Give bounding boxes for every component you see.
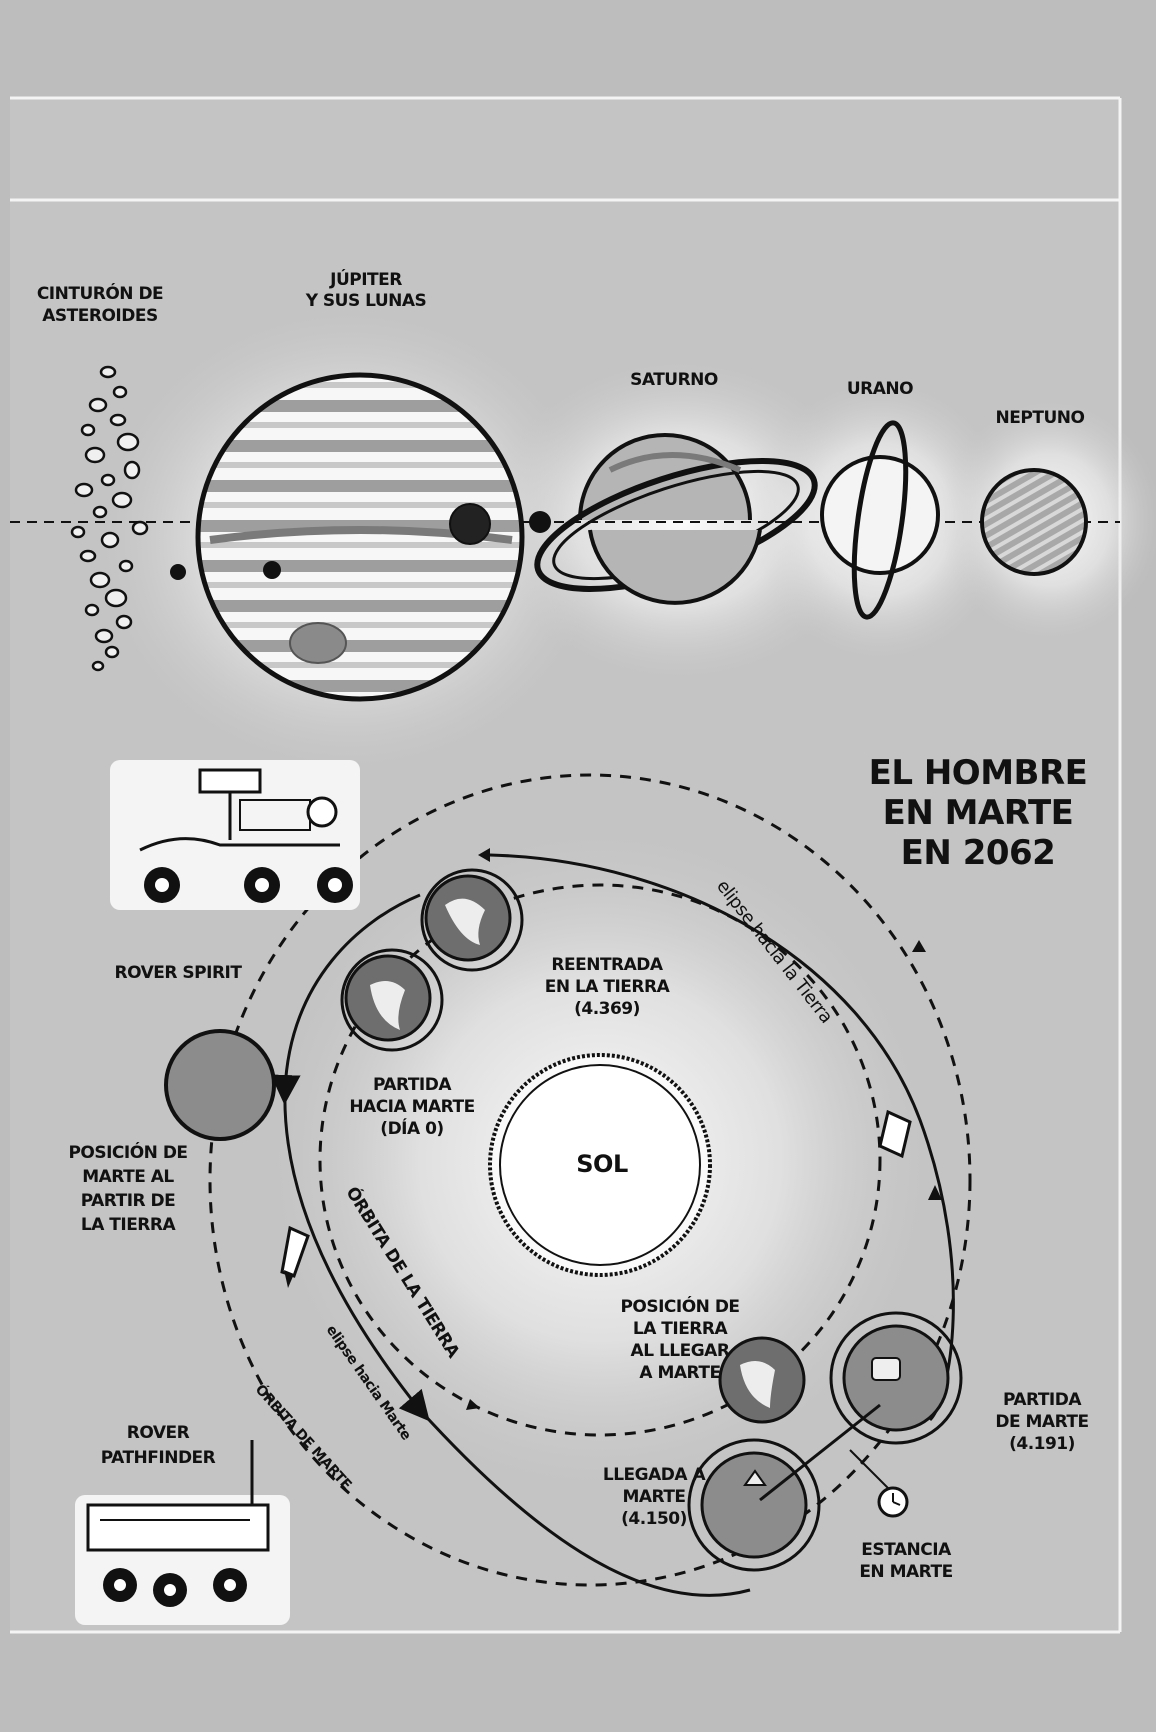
mars-position-label-4: LA TIERRA bbox=[81, 1215, 177, 1235]
uranus-label: URANO bbox=[847, 379, 913, 399]
jupiter-label-1: JÚPITER bbox=[329, 268, 402, 290]
transfer-to-earth bbox=[489, 853, 955, 1422]
mars-arrival-label-1: LLEGADA A bbox=[603, 1465, 707, 1485]
earth-at-arrival bbox=[718, 1336, 806, 1424]
arrow-mars-orbit bbox=[912, 940, 926, 952]
mars-departure-label-3: (4.191) bbox=[1009, 1434, 1075, 1454]
earth-position-label-2: LA TIERRA bbox=[633, 1319, 729, 1339]
asteroids-label-2: ASTEROIDES bbox=[42, 306, 157, 326]
earth-departure bbox=[340, 948, 444, 1052]
rover-pathfinder-icon bbox=[75, 1440, 290, 1625]
departure-label-2: HACIA MARTE bbox=[349, 1097, 474, 1117]
outer-planets: CINTURÓN DE ASTEROIDES JÚPITER Y SUS LUN… bbox=[10, 268, 1156, 770]
earth-orbit bbox=[318, 883, 882, 1437]
departure-label-3: (DÍA 0) bbox=[380, 1117, 443, 1139]
departure-label-1: PARTIDA bbox=[373, 1075, 452, 1095]
earth-position-label-3: AL LLEGAR bbox=[631, 1341, 730, 1361]
mars-arrival bbox=[687, 1438, 821, 1572]
mars-at-departure bbox=[164, 1029, 276, 1141]
jupiter-moon bbox=[529, 511, 551, 533]
mars-departure-label-1: PARTIDA bbox=[1003, 1390, 1082, 1410]
title-line-2: EN MARTE bbox=[883, 793, 1074, 833]
asteroid-belt bbox=[70, 365, 149, 672]
mars-arrival-label-2: MARTE bbox=[622, 1487, 685, 1507]
mars-arrival-label-3: (4.150) bbox=[621, 1509, 687, 1529]
reentry-label-1: REENTRADA bbox=[551, 955, 663, 975]
arrow-reentry bbox=[478, 848, 490, 862]
mars-orbit bbox=[208, 773, 972, 1587]
jupiter bbox=[195, 372, 525, 702]
mars-position-label-2: MARTE AL bbox=[82, 1167, 174, 1187]
transfer-to-mars bbox=[270, 893, 751, 1597]
capsule-outbound bbox=[280, 1225, 310, 1288]
neptune bbox=[980, 468, 1088, 576]
arrow-earth-orbit bbox=[466, 1399, 480, 1410]
uranus bbox=[820, 420, 940, 620]
stopwatch-icon bbox=[849, 1449, 909, 1518]
reentry-label-2: EN LA TIERRA bbox=[545, 977, 671, 997]
arrow-up bbox=[928, 1185, 942, 1200]
mars-position-label-3: PARTIR DE bbox=[81, 1191, 176, 1211]
moon-dot bbox=[170, 564, 186, 580]
title-line-3: EN 2062 bbox=[901, 833, 1056, 873]
saturn-label: SATURNO bbox=[630, 370, 718, 390]
asteroids-label-1: CINTURÓN DE bbox=[37, 282, 163, 304]
mars-stay-label-1: ESTANCIA bbox=[861, 1540, 952, 1560]
rover-pathfinder-label-2: PATHFINDER bbox=[101, 1448, 216, 1468]
neptune-label: NEPTUNO bbox=[996, 408, 1085, 428]
saturn bbox=[534, 433, 818, 605]
capsule-return bbox=[878, 1109, 912, 1159]
mars-departure-label-2: DE MARTE bbox=[995, 1412, 1088, 1432]
earth-position-label-1: POSICIÓN DE bbox=[620, 1295, 739, 1317]
earth-reentry bbox=[420, 868, 524, 972]
mars-departure bbox=[829, 1311, 963, 1445]
rover-pathfinder-label-1: ROVER bbox=[127, 1423, 190, 1443]
title-block: EL HOMBRE EN MARTE EN 2062 bbox=[869, 753, 1088, 873]
rover-spirit-icon bbox=[110, 760, 360, 910]
title-line-1: EL HOMBRE bbox=[869, 753, 1088, 793]
mars-stay-label-2: EN MARTE bbox=[859, 1562, 952, 1582]
mars-position-label-1: POSICIÓN DE bbox=[68, 1141, 187, 1163]
rover-spirit-label: ROVER SPIRIT bbox=[115, 963, 243, 983]
jupiter-label-2: Y SUS LUNAS bbox=[305, 291, 427, 311]
earth-position-label-4: A MARTE bbox=[639, 1363, 720, 1383]
sun bbox=[488, 1053, 712, 1277]
reentry-label-3: (4.369) bbox=[574, 999, 640, 1019]
stay-link bbox=[759, 1403, 881, 1502]
sun-label: SOL bbox=[576, 1150, 628, 1178]
